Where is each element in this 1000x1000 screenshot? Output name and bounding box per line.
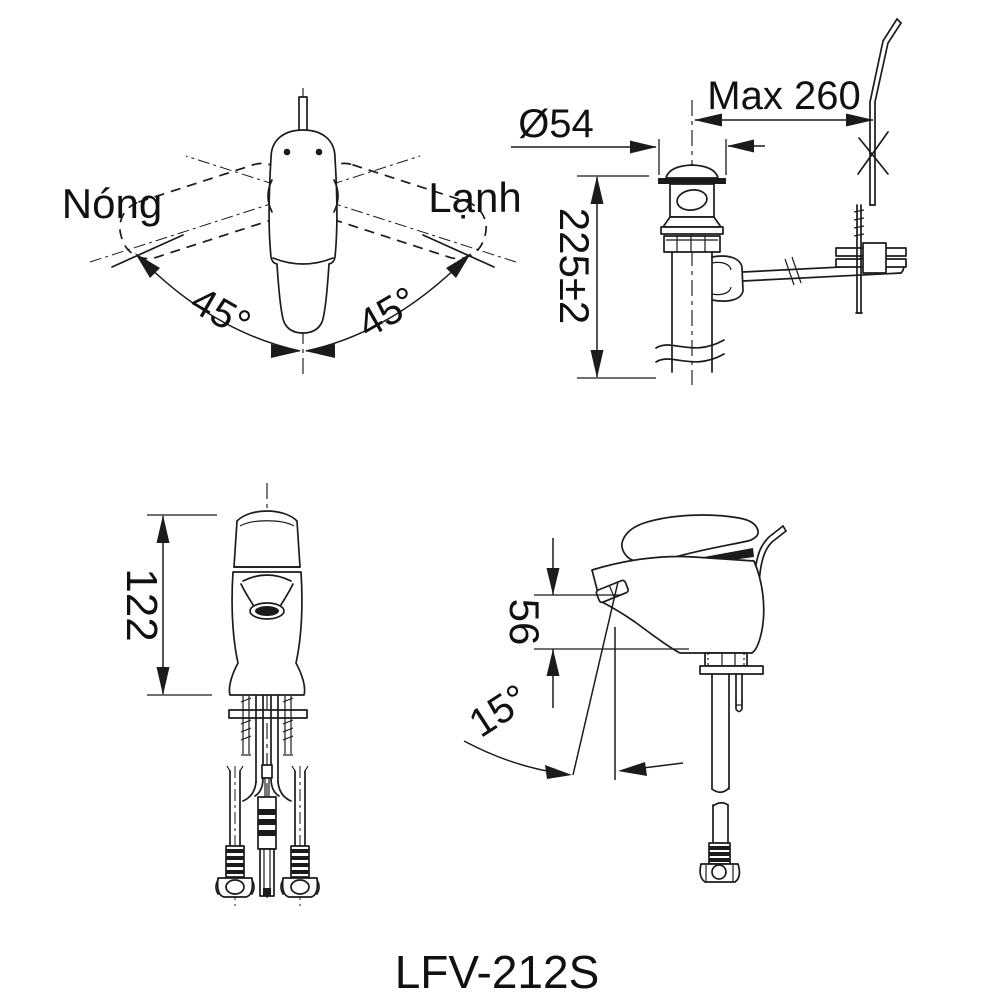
- supply-hose-right: [280, 765, 320, 898]
- drain-overflow-hole: [676, 189, 708, 211]
- front-height-label: 122: [117, 568, 166, 641]
- rod-break-cross: [858, 137, 889, 175]
- handle-dot-left: [283, 148, 291, 156]
- pipe-break-wave: [655, 339, 725, 349]
- arrowhead: [156, 515, 170, 543]
- clamp-block: [862, 242, 887, 274]
- mounting-sleeves: [242, 695, 292, 802]
- lift-rod-outer: [869, 18, 898, 206]
- angle-left-label: 45°: [183, 279, 257, 347]
- spout-angle-label: 15°: [462, 676, 537, 746]
- popup-rod-side: [735, 673, 743, 713]
- model-number-label: LFV-212S: [395, 946, 600, 998]
- faucet-side-view: 56 15°: [462, 514, 787, 883]
- mounting-studs: [240, 696, 294, 756]
- supply-hose-left: [215, 765, 255, 898]
- horizontal-rod-bottom: [742, 272, 902, 282]
- lift-rod-side-tip: [782, 525, 787, 532]
- angle-tick-right: [422, 234, 495, 268]
- hot-label: Nóng: [62, 180, 162, 227]
- spout-angle-slant-line: [572, 581, 619, 776]
- tee-detail: [711, 261, 732, 271]
- top-view-handle-rotation: Nóng Lạnh 45° 45°: [62, 88, 522, 374]
- body-side-outline: [591, 555, 765, 654]
- arrowhead: [846, 113, 874, 127]
- cold-label: Lạnh: [428, 174, 521, 221]
- drain-locknut: [663, 235, 721, 253]
- arrowhead: [630, 140, 657, 154]
- arrowhead: [156, 667, 170, 695]
- diameter-label: Ø54: [518, 102, 594, 146]
- angle-right-label: 45°: [350, 279, 424, 347]
- arrowhead: [590, 176, 604, 204]
- arrowhead: [271, 344, 301, 358]
- handle-cap-front: [233, 510, 301, 568]
- handle-side-curve-left: [267, 179, 273, 213]
- arrowhead: [727, 139, 754, 153]
- arrowhead: [694, 113, 722, 127]
- handle-joint-line: [272, 257, 334, 265]
- popup-rod-front: [257, 764, 277, 897]
- arrowhead: [305, 344, 335, 358]
- max-reach-label: Max 260: [707, 74, 860, 118]
- drain-flange: [658, 178, 726, 184]
- handle-dot-right: [315, 148, 323, 156]
- tee-detail: [711, 286, 732, 296]
- rotation-axis-right: [185, 155, 517, 263]
- spout-face-arc: [242, 574, 292, 582]
- mounting-washer-plate: [228, 709, 308, 719]
- lift-rod-inner: [874, 22, 902, 206]
- spout-height-label: 56: [501, 599, 548, 646]
- cap-top-curve: [239, 520, 295, 527]
- arrowhead: [546, 649, 560, 676]
- rod-break-slash: [784, 258, 795, 286]
- drain-collar: [660, 226, 724, 235]
- body-front-outline: [228, 571, 306, 696]
- drain-tee-housing: [711, 255, 744, 302]
- handle-stem: [298, 96, 308, 133]
- drain-cap: [665, 164, 719, 179]
- lift-rod-tip: [896, 18, 902, 24]
- rod-thread-tick: [853, 233, 865, 237]
- washer-side: [699, 665, 764, 675]
- mounting-shank-side: [704, 652, 748, 667]
- drain-assembly-view: Max 260 Ø54 225±2: [511, 18, 907, 385]
- rod-break-slash: [791, 256, 802, 284]
- drain-height-label: 225±2: [551, 208, 598, 324]
- angle-tick-left: [111, 234, 184, 268]
- handle-side-curve-right: [333, 179, 339, 213]
- aerator-outlet: [255, 606, 279, 616]
- rotation-axis-left: [89, 155, 421, 263]
- handle-outline: [268, 129, 338, 334]
- pipe-break-wave: [655, 353, 725, 363]
- arrowhead: [545, 765, 572, 779]
- rod-thread-tick: [853, 209, 865, 213]
- faucet-front-view: 122: [117, 483, 320, 906]
- rod-break-cross: [857, 131, 889, 175]
- arrowhead: [135, 253, 160, 278]
- arrowhead: [546, 568, 560, 595]
- arrowhead: [618, 762, 647, 776]
- arrowhead: [590, 350, 604, 378]
- rod-thread-tick: [853, 217, 865, 221]
- supply-pipe-side: [699, 673, 741, 883]
- rod-thread-tick: [853, 225, 865, 229]
- drain-flare: [662, 216, 722, 228]
- arrowhead: [446, 253, 471, 278]
- handle-rotated-left-dashed: [118, 162, 292, 260]
